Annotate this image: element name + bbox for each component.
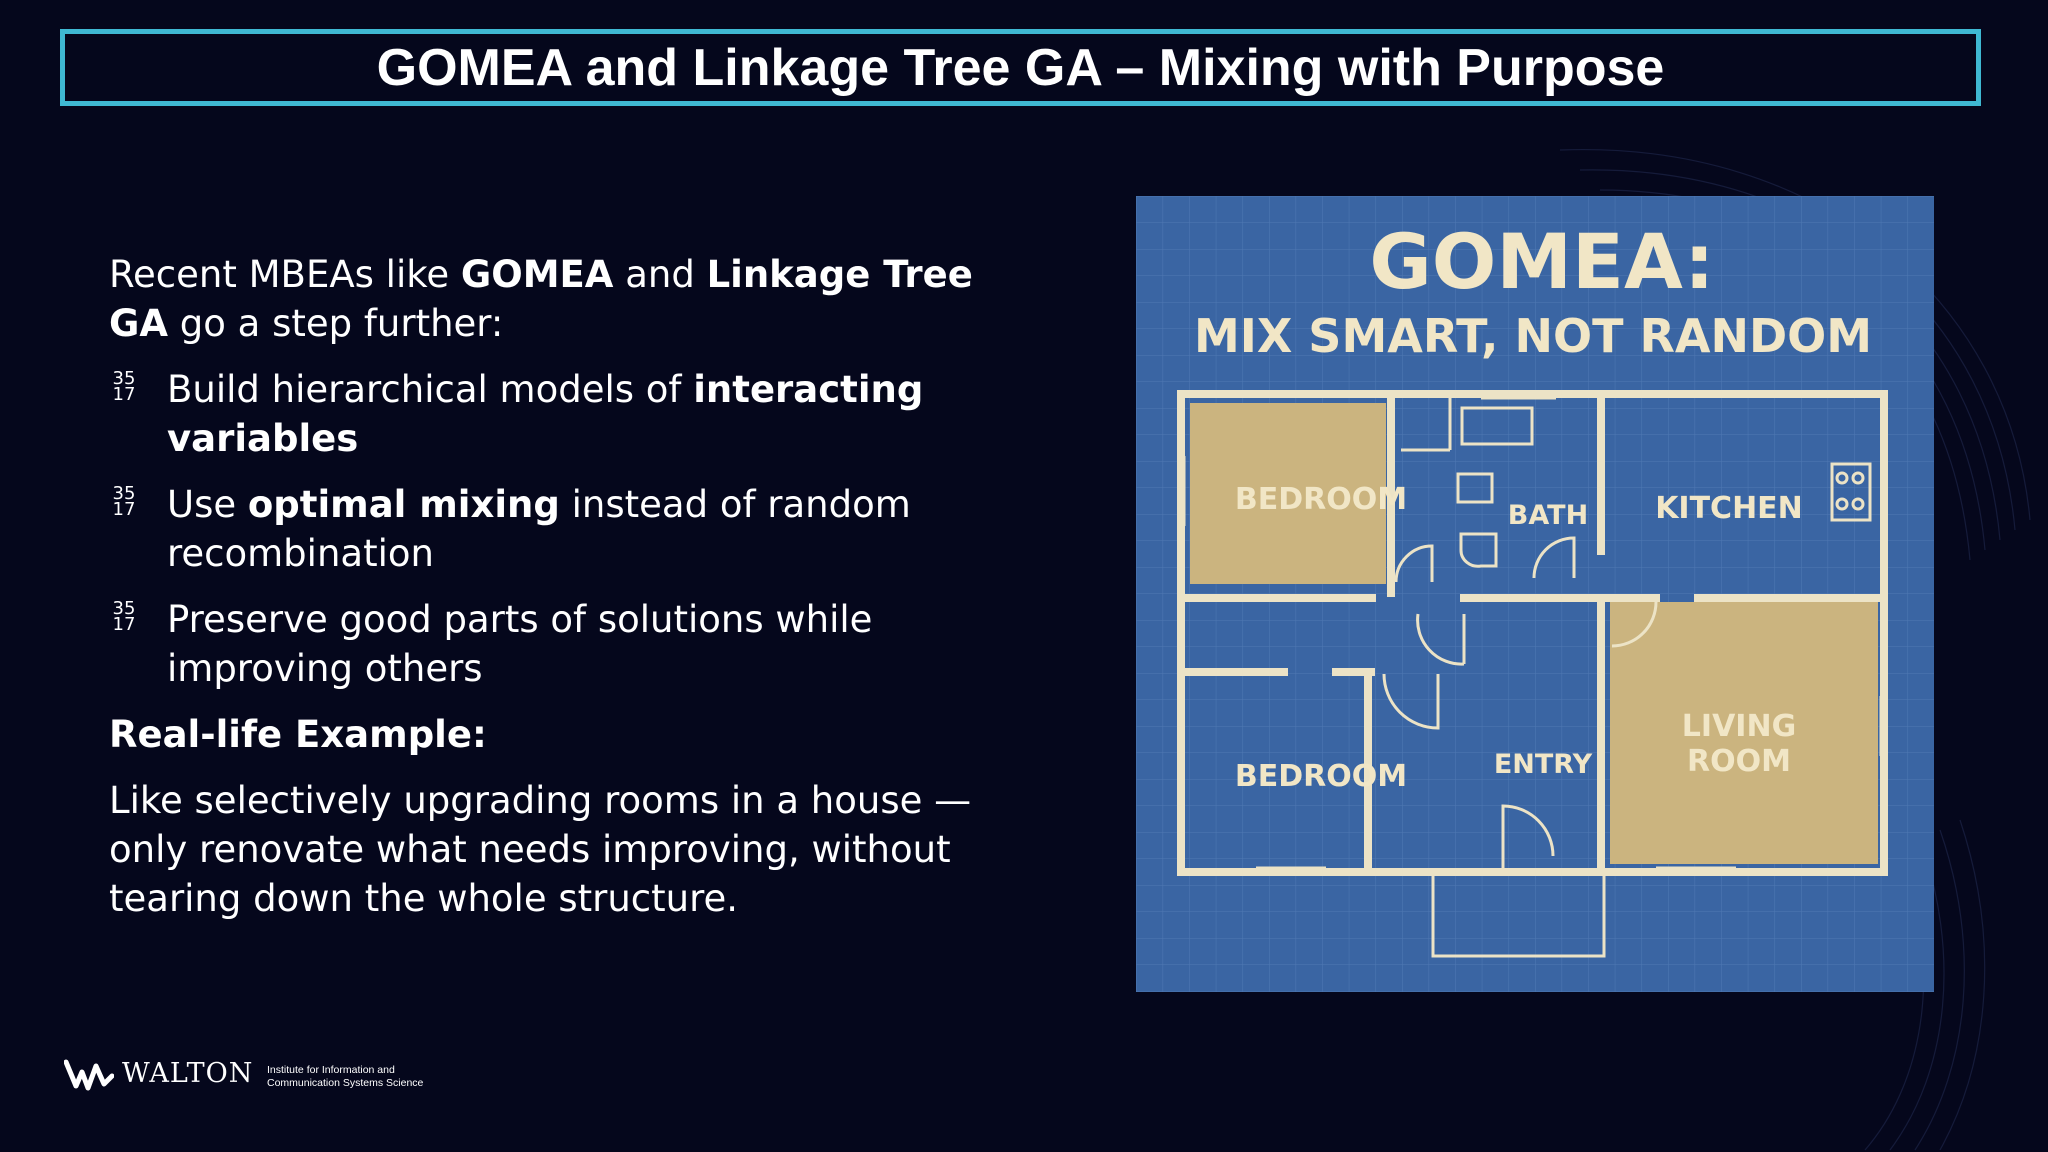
intro-bold-gomea: GOMEA: [460, 253, 614, 296]
bullet-marker-top: 35: [112, 368, 136, 389]
room-label-living-line1: LIVING: [1682, 709, 1796, 744]
bullet-bold-text: optimal mixing: [247, 483, 560, 526]
bullet-bold-text: interacting variables: [167, 368, 924, 460]
content-text-block: Recent MBEAs like GOMEA and Linkage Tree…: [109, 250, 1029, 940]
floorplan-subtitle: MIX SMART, NOT RANDOM: [1194, 309, 1872, 363]
intro-paragraph: Recent MBEAs like GOMEA and Linkage Tree…: [109, 250, 1029, 348]
bullet-marker-bottom: 17: [112, 499, 136, 520]
bullet-marker-top: 35: [112, 483, 136, 504]
room-label-bedroom-bottom: BEDROOM: [1235, 759, 1407, 794]
logo-subtitle: Institute for Information and Communicat…: [267, 1064, 467, 1090]
room-label-entry: ENTRY: [1494, 749, 1593, 780]
room-label-bath: BATH: [1508, 500, 1588, 531]
example-heading: Real-life Example:: [109, 713, 487, 756]
logo-subtitle-line-1: Institute for Information and: [267, 1064, 395, 1076]
bullet-text: Use: [167, 483, 248, 526]
floorplan-title: GOMEA:: [1369, 217, 1714, 306]
floorplan-illustration: GOMEA: MIX SMART, NOT RANDOM BEDROOM: [1136, 196, 1934, 992]
slide-title: GOMEA and Linkage Tree GA – Mixing with …: [376, 38, 1665, 97]
example-text: Like selectively upgrading rooms in a ho…: [109, 779, 972, 920]
bullet-marker-top: 35: [112, 598, 136, 619]
bullet-text: Preserve good parts of solutions while i…: [167, 598, 873, 690]
bullet-marker-bottom: 17: [112, 384, 136, 405]
intro-text-2: and: [613, 253, 707, 296]
logo-subtitle-line-2: Communication Systems Science: [267, 1077, 424, 1089]
highlighted-room-bedroom: [1190, 403, 1386, 584]
highlighted-room-living: [1610, 602, 1878, 864]
room-label-kitchen: KITCHEN: [1655, 491, 1803, 526]
intro-text-1: Recent MBEAs like: [109, 253, 461, 296]
walton-logo-icon: [64, 1059, 114, 1091]
floorplan-windows: [1180, 394, 1885, 872]
bullet-text-tail: instead of random recombination: [167, 483, 911, 575]
title-frame: GOMEA and Linkage Tree GA – Mixing with …: [60, 29, 1981, 106]
intro-text-3: go a step further:: [168, 302, 504, 345]
floorplan-details: [1382, 394, 1872, 958]
floorplan-walls: [1177, 390, 1888, 876]
logo-name: WALTON: [122, 1058, 254, 1089]
intro-bold-ltga: Linkage Tree GA: [109, 253, 973, 345]
bullet-marker-bottom: 17: [112, 614, 136, 635]
bullet-text: Build hierarchical models of: [167, 368, 694, 411]
room-label-living-line2: ROOM: [1687, 744, 1791, 779]
room-label-bedroom-top: BEDROOM: [1235, 482, 1407, 517]
